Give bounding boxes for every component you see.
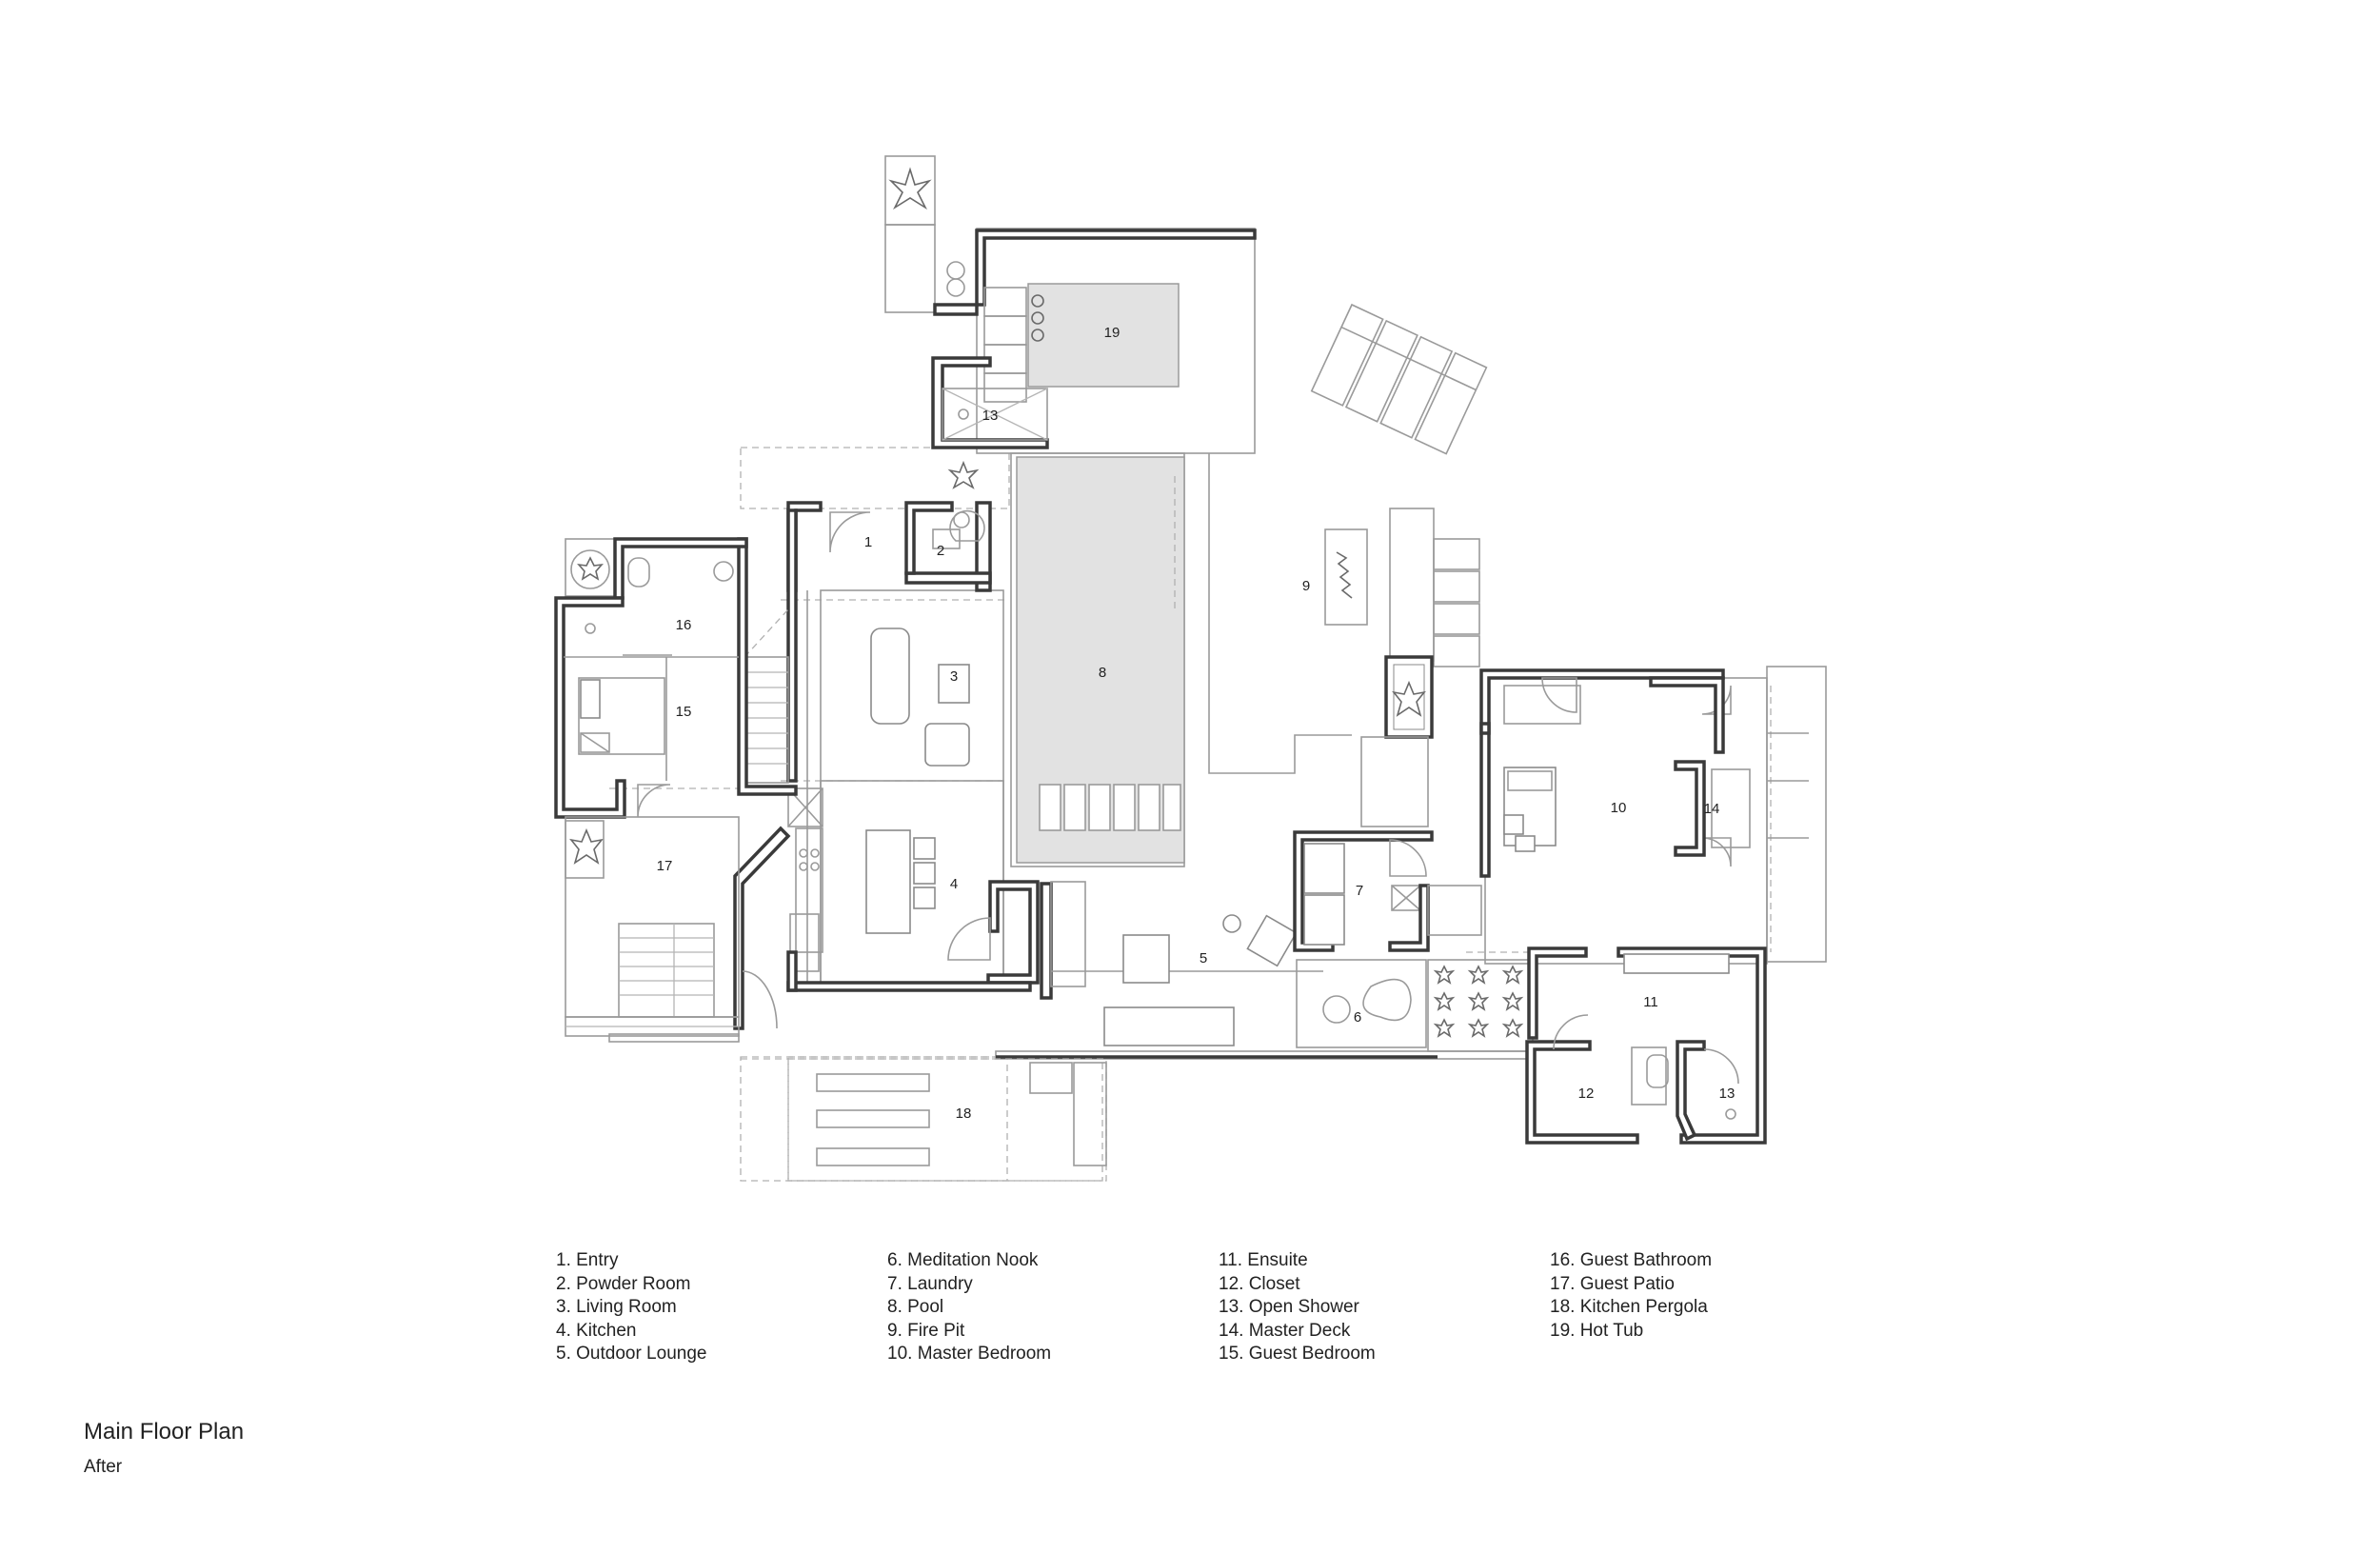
hot-tub-area: 19 13 xyxy=(884,155,1257,489)
planter-grid xyxy=(1427,959,1534,1052)
legend-item: 1. Entry xyxy=(556,1250,619,1270)
legend-item: 17. Guest Patio xyxy=(1550,1273,1675,1294)
legend-item: 10. Master Bedroom xyxy=(887,1344,1052,1364)
legend-item: 16. Guest Bathroom xyxy=(1550,1250,1713,1270)
plant-icon xyxy=(569,827,604,865)
legend-item: 2. Powder Room xyxy=(556,1273,691,1294)
room-number-19: 19 xyxy=(1104,325,1121,341)
room-number-7: 7 xyxy=(1356,883,1363,899)
plant-icon xyxy=(947,460,980,489)
legend-item: 8. Pool xyxy=(887,1297,944,1317)
room-number-9: 9 xyxy=(1302,578,1310,594)
legend-item: 3. Living Room xyxy=(556,1297,677,1317)
guest-suite: 16 15 17 xyxy=(554,537,748,1043)
legend-item: 6. Meditation Nook xyxy=(887,1250,1039,1270)
legend-item: 4. Kitchen xyxy=(556,1320,637,1341)
master-suite: 10 14 11 12 13 xyxy=(1479,666,1827,1145)
legend-column-3: 11. Ensuite 12. Closet 13. Open Shower 1… xyxy=(1219,1249,1376,1366)
room-number-14: 14 xyxy=(1704,801,1720,817)
plant-icon xyxy=(1392,680,1426,717)
room-number-6: 6 xyxy=(1354,1009,1361,1026)
lounge-chairs xyxy=(1310,303,1488,455)
fire-pit-area: 9 xyxy=(1208,453,1480,827)
plan-subtitle: After xyxy=(84,1457,123,1477)
room-number-8: 8 xyxy=(1099,665,1106,681)
legend-column-1: 1. Entry 2. Powder Room 3. Living Room 4… xyxy=(556,1249,706,1366)
room-number-5: 5 xyxy=(1200,950,1207,966)
legend-item: 7. Laundry xyxy=(887,1273,973,1294)
room-number-18: 18 xyxy=(956,1106,972,1122)
room-number-17: 17 xyxy=(657,858,673,874)
pool-area: 8 xyxy=(1010,452,1185,867)
legend-column-4: 16. Guest Bathroom 17. Guest Patio 18. K… xyxy=(1550,1249,1712,1343)
legend-item: 14. Master Deck xyxy=(1219,1320,1351,1341)
legend-item: 9. Fire Pit xyxy=(887,1320,965,1341)
main-house: 1 2 3 4 xyxy=(733,501,1053,1030)
room-number-12: 12 xyxy=(1578,1086,1595,1102)
room-number-15: 15 xyxy=(676,704,692,720)
legend-item: 11. Ensuite xyxy=(1219,1250,1308,1270)
room-number-2: 2 xyxy=(937,543,944,559)
kitchen-pergola: 18 xyxy=(787,1058,1107,1182)
room-number-16: 16 xyxy=(676,617,692,633)
room-number-4: 4 xyxy=(950,876,958,892)
room-number-13-top: 13 xyxy=(982,408,999,424)
legend-item: 12. Closet xyxy=(1219,1273,1300,1294)
room-number-10: 10 xyxy=(1611,800,1627,816)
flower-box-icon xyxy=(1031,294,1044,342)
room-number-11: 11 xyxy=(1643,994,1658,1010)
legend-item: 18. Kitchen Pergola xyxy=(1550,1297,1708,1317)
legend-item: 19. Hot Tub xyxy=(1550,1320,1644,1341)
legend-item: 5. Outdoor Lounge xyxy=(556,1344,707,1364)
plan-title: Main Floor Plan xyxy=(84,1419,245,1444)
dashed-outlines xyxy=(609,447,1772,1182)
outdoor-lounge: 5 7 6 xyxy=(995,830,1534,1060)
room-number-3: 3 xyxy=(950,668,958,685)
room-number-13-bottom: 13 xyxy=(1719,1086,1735,1102)
plant-icon xyxy=(888,167,932,210)
legend-column-2: 6. Meditation Nook 7. Laundry 8. Pool 9.… xyxy=(887,1249,1051,1366)
legend-item: 15. Guest Bedroom xyxy=(1219,1344,1376,1364)
legend-item: 13. Open Shower xyxy=(1219,1297,1359,1317)
room-number-1: 1 xyxy=(864,534,872,550)
